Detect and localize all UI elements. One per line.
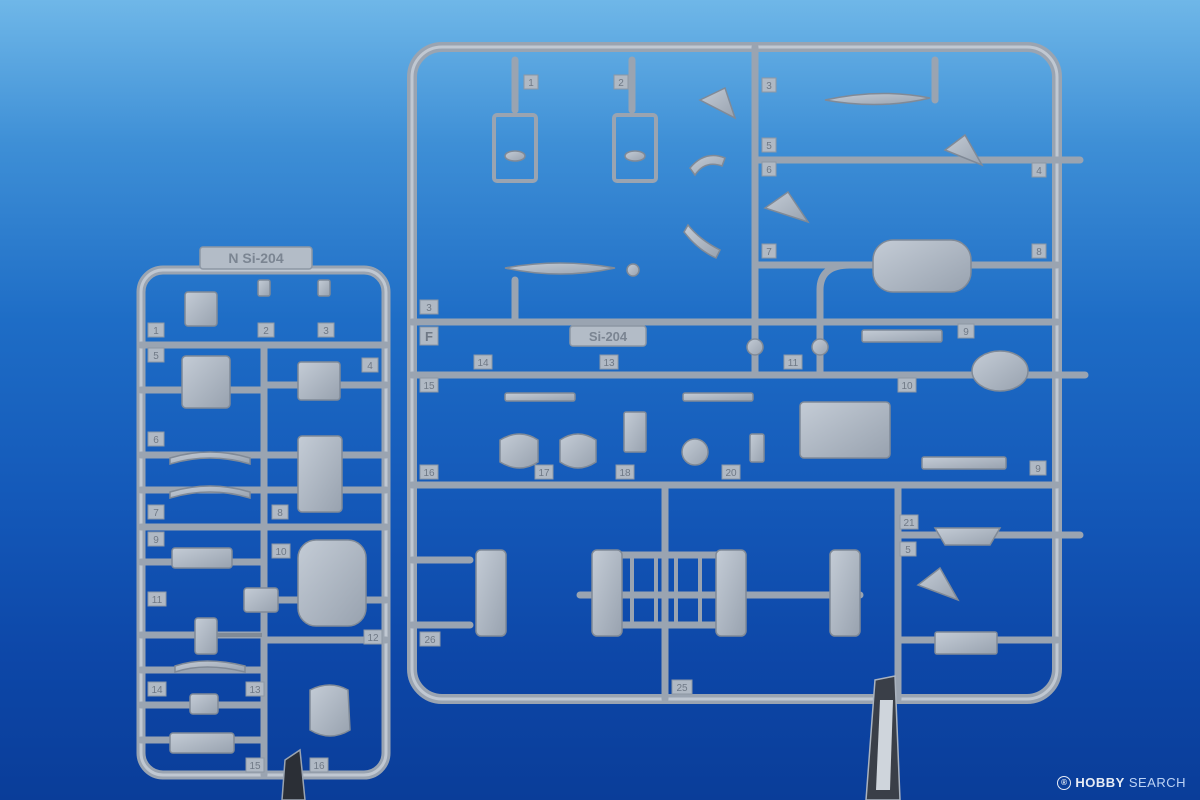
right-part-number: 18 — [619, 468, 631, 479]
right-part-number: 1 — [528, 78, 534, 89]
left-part-number: 15 — [249, 761, 261, 772]
right-sprue: F Si-204 — [407, 42, 1089, 704]
right-part-number: 5 — [766, 141, 772, 152]
right-part-number: 13 — [603, 358, 615, 369]
left-part-number: 9 — [153, 535, 159, 546]
right-part-number: 4 — [1036, 166, 1042, 177]
registered-mark-icon: ® — [1057, 775, 1072, 790]
right-part-number: 15 — [423, 381, 435, 392]
left-part-number: 12 — [367, 633, 379, 644]
right-part-number: 26 — [424, 635, 436, 646]
left-part-number: 3 — [323, 326, 329, 337]
left-part-number: 16 — [313, 761, 325, 772]
sprue-stand-clips — [281, 675, 901, 800]
left-part-number: 13 — [249, 685, 261, 696]
left-part-number: 2 — [263, 326, 269, 337]
left-part-number: 5 — [153, 351, 159, 362]
right-part-number: 21 — [903, 518, 915, 529]
right-part-number: 25 — [676, 683, 688, 694]
watermark-brand-hobby: HOBBY — [1075, 775, 1125, 790]
right-sprue-letter: F — [425, 329, 433, 344]
right-part-number: 3 — [766, 81, 772, 92]
right-part-number: 9 — [963, 327, 969, 338]
right-part-number: 7 — [766, 247, 772, 258]
right-part-number: 10 — [901, 381, 913, 392]
left-part-number: 10 — [275, 547, 287, 558]
left-sprue: N Si-204 — [136, 246, 391, 780]
right-part-number: 11 — [788, 358, 799, 369]
left-part-number: 11 — [152, 595, 163, 606]
hobby-search-watermark: ® HOBBY SEARCH — [1057, 775, 1186, 790]
right-part-number: 9 — [1035, 464, 1041, 475]
left-part-number: 1 — [153, 326, 159, 337]
right-part-number: 5 — [905, 545, 911, 556]
left-part-number: 4 — [367, 361, 373, 372]
right-part-number: 8 — [1036, 247, 1042, 258]
left-part-number: 14 — [151, 685, 163, 696]
right-part-number: 20 — [725, 468, 737, 479]
watermark-brand-search: SEARCH — [1128, 775, 1186, 790]
right-part-number: 6 — [766, 165, 772, 176]
left-part-number: 6 — [153, 435, 159, 446]
right-part-number: 14 — [477, 358, 489, 369]
left-sprue-title: N Si-204 — [228, 250, 283, 266]
left-part-number: 7 — [153, 508, 159, 519]
right-part-number: 3 — [426, 303, 432, 314]
right-part-number: 2 — [618, 78, 624, 89]
left-part-number: 8 — [277, 508, 283, 519]
right-part-number: 17 — [538, 468, 550, 479]
right-part-number: 16 — [423, 468, 435, 479]
right-sprue-title: Si-204 — [589, 329, 628, 344]
